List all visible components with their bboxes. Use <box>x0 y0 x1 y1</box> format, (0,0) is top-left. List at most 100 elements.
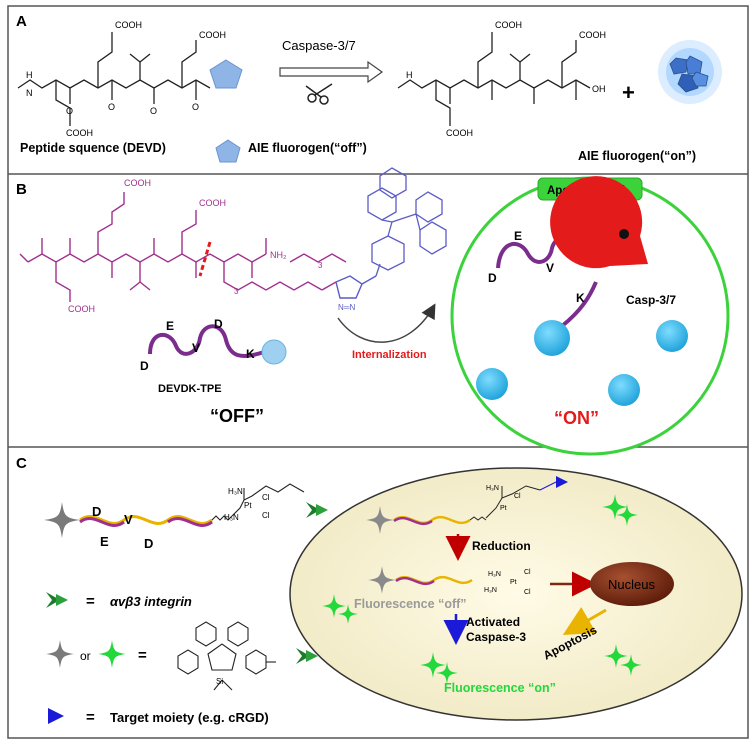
peptide-chain-purple <box>79 517 125 527</box>
panel-c-label: C <box>16 455 27 472</box>
atom-oh: OH <box>592 84 606 94</box>
pt-label: Pt <box>510 579 517 586</box>
cleavage-site-marker <box>198 241 212 277</box>
equals-sign: = <box>86 709 95 726</box>
fluorescence-on-label: Fluorescence “on” <box>444 681 556 695</box>
h3n-label: H₃N <box>484 587 497 594</box>
cell-ellipse <box>289 467 743 721</box>
residue-d: D <box>140 359 149 373</box>
aie-aggregate-dot <box>476 368 508 400</box>
devdk-peptide-structure <box>19 192 323 302</box>
activated-label: Activated <box>466 615 520 629</box>
reaction-arrow <box>279 60 384 84</box>
residue-v: V <box>546 261 554 275</box>
atom-h: H <box>26 70 33 80</box>
cl-label: Cl <box>524 569 531 576</box>
nucleus <box>590 562 674 606</box>
equals-sign: = <box>86 593 95 610</box>
pt-complex-cell <box>469 481 557 521</box>
atom-o: O <box>150 106 157 116</box>
pt-label: Pt <box>500 505 507 512</box>
cooh-label: COOH <box>115 20 142 30</box>
peptide-chain-purple <box>167 517 213 527</box>
atom-n: N <box>26 88 33 98</box>
cooh-label: COOH <box>495 20 522 30</box>
k-fragment <box>560 281 598 328</box>
aie-aggregate-dot <box>608 374 640 406</box>
cooh-label: COOH <box>579 30 606 40</box>
pacman-enzyme-icon <box>550 176 648 269</box>
h3n-label: H₃N <box>486 485 499 492</box>
residue-e: E <box>166 319 174 333</box>
aie-aggregate-dot <box>656 320 688 352</box>
peptide-sequence-label: Peptide squence (DEVD) <box>20 141 166 155</box>
panel-a-label: A <box>16 13 27 30</box>
cooh-label: COOH <box>66 128 93 138</box>
caspase3-label: Caspase-3 <box>466 630 526 644</box>
atom-o: O <box>108 102 115 112</box>
residue-d: D <box>488 271 497 285</box>
fluorescence-off-label: Fluorescence “off” <box>354 597 467 611</box>
cooh-label: COOH <box>199 198 226 208</box>
si-label: Si <box>216 677 223 686</box>
tpe-structure <box>367 167 447 277</box>
figure-frame <box>7 5 749 739</box>
tpe-dot-icon <box>261 339 287 365</box>
residue-v: V <box>192 341 200 355</box>
cl-label: Cl <box>524 589 531 596</box>
peptide-chain-purple <box>395 576 435 586</box>
triazole-label: N═N <box>338 303 355 312</box>
cl-label: Cl <box>262 511 270 520</box>
residue-k: K <box>576 291 585 305</box>
on-state-label: “ON” <box>554 408 599 428</box>
or-label: or <box>80 649 91 663</box>
star-icon <box>46 640 74 668</box>
residue-d: D <box>92 504 101 519</box>
apoptosis-arrow <box>562 606 607 636</box>
cooh-label: COOH <box>68 304 95 314</box>
cl-label: Cl <box>262 493 270 502</box>
integrin-icon <box>296 648 318 664</box>
triangle-icon <box>556 476 568 488</box>
panel-a: A H N COOH COOH COOH O O O O <box>16 13 722 163</box>
cooh-label: COOH <box>446 128 473 138</box>
enzyme-eye <box>619 229 629 239</box>
aie-aggregate-dot <box>534 320 570 356</box>
scissors-icon <box>305 83 333 105</box>
enzyme-label: Caspase-3/7 <box>282 38 356 53</box>
h3n-label: H₃N <box>488 571 501 578</box>
plus-sign: + <box>622 80 635 105</box>
peptide-structure-right <box>397 32 591 126</box>
triangle-icon <box>48 708 64 724</box>
residue-d: D <box>214 317 223 331</box>
integrin-icon <box>306 502 328 518</box>
cooh-label: COOH <box>199 30 226 40</box>
aie-aggregate-icon <box>658 40 722 104</box>
panel-b-label: B <box>16 181 27 198</box>
probe-name: DEVDK-TPE <box>158 383 222 395</box>
peptide-chain-purple <box>393 516 433 526</box>
reduction-label: Reduction <box>472 539 531 553</box>
atom-o: O <box>192 102 199 112</box>
subscript-3: 3 <box>234 287 239 296</box>
residue-k: K <box>246 347 255 361</box>
nh2-label: NH₂ <box>270 250 287 260</box>
nucleus-label: Nucleus <box>608 577 655 592</box>
residue-e: E <box>100 534 109 549</box>
panel-c: C D E V D H₃N H₃N Pt Cl Cl <box>16 455 743 726</box>
triazole-ring <box>335 275 377 299</box>
aie-off-label: AIE fluorogen(“off”) <box>248 141 367 155</box>
equals-sign: = <box>138 647 147 664</box>
residue-d: D <box>144 536 153 551</box>
panel-b: B COOH COOH COOH NH₂ 3 3 <box>16 167 730 456</box>
integrin-label: αvβ3 integrin <box>110 594 192 609</box>
residue-e: E <box>514 229 522 243</box>
h3n-label: H₃N <box>224 513 239 522</box>
internalization-arrow <box>337 303 436 343</box>
cooh-label: COOH <box>124 178 151 188</box>
h3n-label: H₃N <box>228 487 243 496</box>
aie-pentagon-icon <box>209 59 243 89</box>
enzyme-label: Casp-3/7 <box>626 293 676 307</box>
residue-v: V <box>124 512 133 527</box>
aie-pentagon-legend-icon <box>215 139 241 163</box>
